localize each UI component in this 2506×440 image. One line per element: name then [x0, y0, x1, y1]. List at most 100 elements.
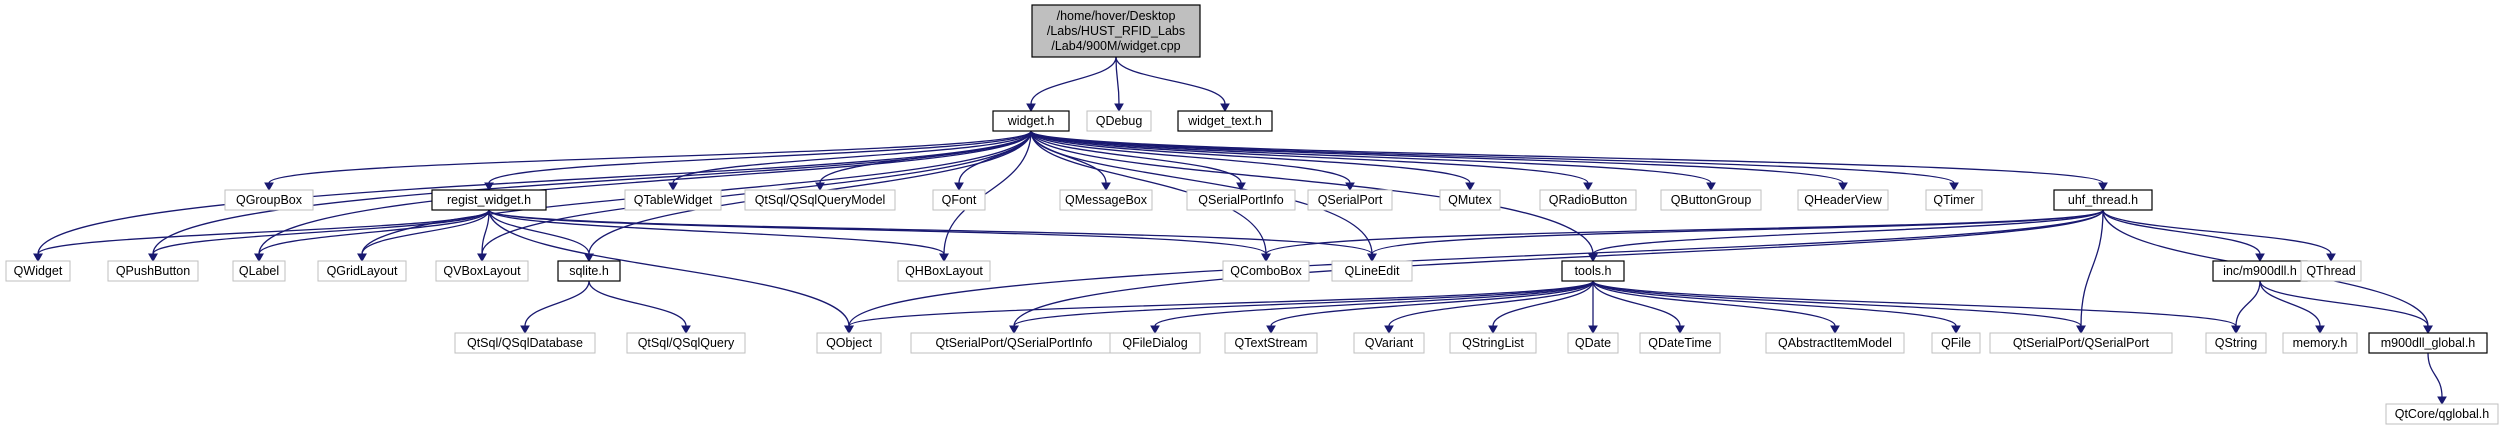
- edge-tools_h-to-QTextStream: [1270, 280, 1594, 327]
- node-label: QMessageBox: [1065, 193, 1148, 207]
- edge-uhf_thread_h-to-QtSerialPort: [2080, 209, 2104, 327]
- node-QSqlQueryModel: QtSql/QSqlQueryModel: [744, 189, 896, 211]
- edge-widget_h-to-QTimer: [1030, 130, 1955, 184]
- node-box: [317, 260, 407, 282]
- edge-widget_h-to-QWidget: [37, 130, 1032, 255]
- edge-widget_cpp-to-QDebug: [1115, 56, 1120, 105]
- edge-regist_widget_h-to-QObject: [488, 209, 850, 327]
- node-label: QRadioButton: [1549, 193, 1628, 207]
- node-QFile: QFile: [1931, 332, 1981, 354]
- node-tools_h[interactable]: tools.h: [1561, 260, 1625, 282]
- node-label: /Lab4/900M/widget.cpp: [1051, 39, 1180, 53]
- edge-arrowhead: [477, 253, 487, 263]
- edge-widget_h-to-QSerialPortInfo: [1030, 130, 1242, 184]
- node-label: QtSql/QSqlQuery: [638, 336, 735, 350]
- node-label: QTableWidget: [634, 193, 713, 207]
- node-widget_cpp[interactable]: /home/hover/Desktop/Labs/HUST_RFID_Labs/…: [1031, 4, 1201, 58]
- node-regist_widget_h[interactable]: regist_widget.h: [431, 189, 547, 211]
- node-label: QVariant: [1365, 336, 1414, 350]
- edge-arrowhead: [1367, 253, 1377, 263]
- node-box: [1177, 110, 1273, 132]
- node-box: [1449, 332, 1537, 354]
- node-QString: QString: [2205, 332, 2267, 354]
- edge-regist_widget_h-to-QHBoxLayout: [488, 209, 945, 255]
- node-QtSerialPortInfo: QtSerialPort/QSerialPortInfo: [910, 332, 1118, 354]
- node-label: QFileDialog: [1122, 336, 1187, 350]
- node-label: QObject: [826, 336, 872, 350]
- edge-arrowhead: [2315, 325, 2325, 335]
- node-QtCore_qglobal_h: QtCore/qglobal.h: [2385, 403, 2499, 425]
- node-QObject: QObject: [816, 332, 882, 354]
- node-inc_m900dll_h[interactable]: inc/m900dll.h: [2212, 260, 2308, 282]
- edge-arrowhead: [844, 325, 854, 335]
- edge-tools_h-to-QVariant: [1388, 280, 1594, 327]
- edge-widget_h-to-QSerialPort: [1030, 130, 1351, 184]
- node-QAbstractItemModel: QAbstractItemModel: [1765, 332, 1905, 354]
- node-box: [1567, 332, 1619, 354]
- node-label: /home/hover/Desktop: [1057, 9, 1176, 23]
- node-label: QMutex: [1448, 193, 1493, 207]
- edge-widget_h-to-QLabel: [258, 130, 1032, 255]
- edge-widget_cpp-to-widget_text_h: [1115, 56, 1226, 105]
- edge-arrowhead: [2326, 253, 2336, 263]
- edge-arrowhead: [939, 253, 949, 263]
- node-QGroupBox: QGroupBox: [224, 189, 314, 211]
- edge-arrowhead: [1114, 103, 1124, 113]
- edge-uhf_thread_h-to-tools_h: [1592, 209, 2104, 255]
- edge-tools_h-to-QObject: [848, 280, 1594, 327]
- node-label: sqlite.h: [569, 264, 609, 278]
- node-box: [1797, 189, 1889, 211]
- edge-arrowhead: [668, 182, 678, 192]
- node-QGridLayout: QGridLayout: [317, 260, 407, 282]
- edge-widget_h-to-QTableWidget: [672, 130, 1032, 184]
- node-QHBoxLayout: QHBoxLayout: [897, 260, 991, 282]
- node-label: widget_text.h: [1187, 114, 1262, 128]
- node-label: widget.h: [1007, 114, 1055, 128]
- node-widget_h[interactable]: widget.h: [992, 110, 1070, 132]
- node-label: QThread: [2306, 264, 2355, 278]
- node-QTimer: QTimer: [1925, 189, 1983, 211]
- node-label: QSerialPort: [1318, 193, 1383, 207]
- node-label: m900dll_global.h: [2381, 336, 2476, 350]
- edge-arrowhead: [1026, 103, 1036, 113]
- edge-arrowhead: [357, 253, 367, 263]
- edge-arrowhead: [264, 182, 274, 192]
- node-QSerialPortInfo: QSerialPortInfo: [1186, 189, 1296, 211]
- edge-uhf_thread_h-to-inc_m900dll_h: [2102, 209, 2261, 255]
- edge-tools_h-to-QString: [1592, 280, 2237, 327]
- node-QDebug: QDebug: [1086, 110, 1152, 132]
- edge-regist_widget_h-to-QComboBox: [488, 209, 1267, 255]
- edge-tools_h-to-QDateTime: [1592, 280, 1681, 327]
- node-QSerialPort: QSerialPort: [1307, 189, 1393, 211]
- edge-inc_m900dll_h-to-QString: [2235, 280, 2261, 327]
- node-sqlite_h[interactable]: sqlite.h: [557, 260, 621, 282]
- edge-regist_widget_h-to-sqlite_h: [488, 209, 590, 255]
- edge-arrowhead: [1951, 325, 1961, 335]
- node-widget_text_h[interactable]: widget_text.h: [1177, 110, 1273, 132]
- node-label: /Labs/HUST_RFID_Labs: [1047, 24, 1185, 38]
- edge-arrowhead: [2437, 396, 2447, 406]
- node-uhf_thread_h[interactable]: uhf_thread.h: [2053, 189, 2153, 211]
- node-box: [1307, 189, 1393, 211]
- edge-arrowhead: [1150, 325, 1160, 335]
- edge-arrowhead: [1588, 253, 1598, 263]
- node-QFileDialog: QFileDialog: [1109, 332, 1201, 354]
- node-box: [454, 332, 596, 354]
- node-label: QSerialPortInfo: [1198, 193, 1284, 207]
- edge-tools_h-to-QtSerialPortInfo: [1013, 280, 1594, 327]
- node-QLineEdit: QLineEdit: [1331, 260, 1413, 282]
- node-QVariant: QVariant: [1353, 332, 1425, 354]
- edge-widget_h-to-QHeaderView: [1030, 130, 1844, 184]
- node-label: QComboBox: [1230, 264, 1302, 278]
- node-m900dll_global_h[interactable]: m900dll_global.h: [2368, 332, 2488, 354]
- node-box: [2368, 332, 2488, 354]
- node-label: QHBoxLayout: [905, 264, 983, 278]
- node-label: QWidget: [14, 264, 63, 278]
- node-label: memory.h: [2293, 336, 2348, 350]
- edge-arrowhead: [681, 325, 691, 335]
- node-box: [1086, 110, 1152, 132]
- edge-arrowhead: [1949, 182, 1959, 192]
- node-label: regist_widget.h: [447, 193, 531, 207]
- node-box: [5, 260, 71, 282]
